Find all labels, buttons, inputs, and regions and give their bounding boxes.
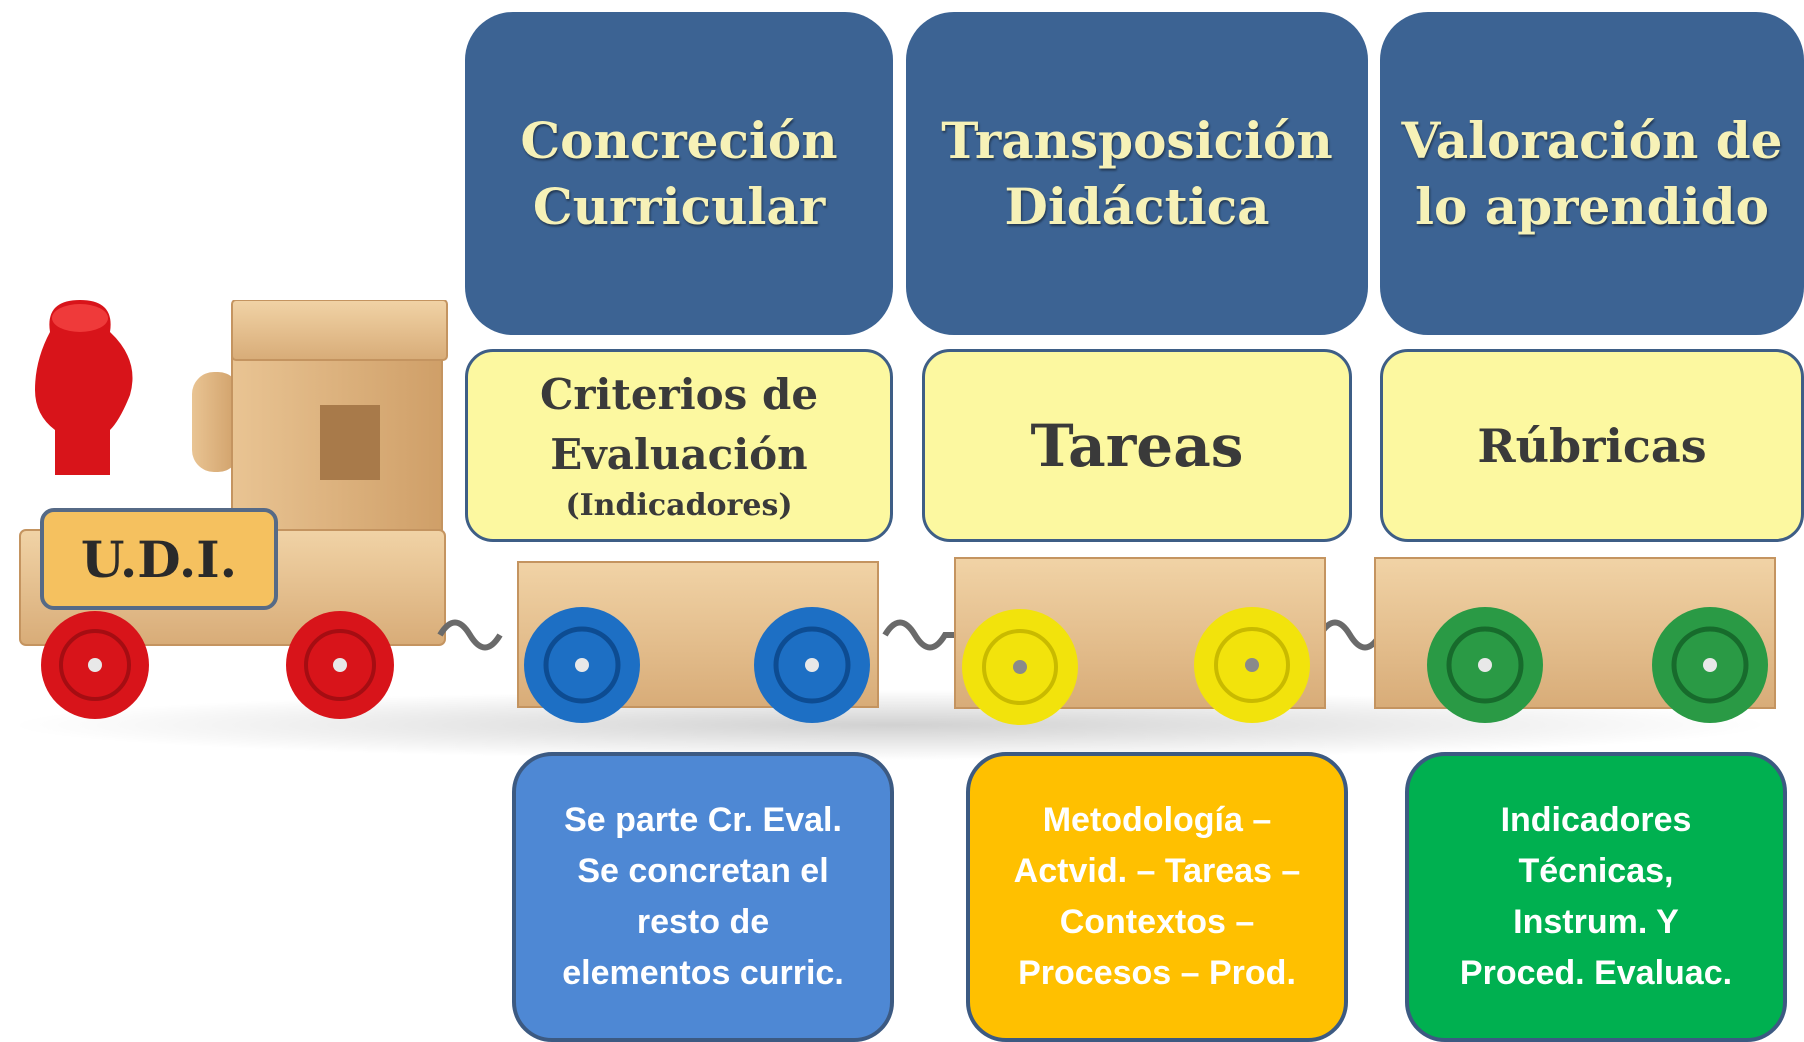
cab-roof: [231, 300, 448, 361]
blue-wheel: [524, 607, 640, 723]
green-wheel: [1427, 607, 1543, 723]
stage-title-line: Curricular: [532, 176, 826, 236]
description-line: Se concretan el: [577, 852, 829, 890]
red-wheel: [286, 611, 394, 719]
locomotive-dome: [192, 372, 240, 472]
stage-title-line: Didáctica: [1004, 176, 1270, 236]
element-label: Tareas: [1030, 411, 1244, 480]
description-line: Se parte Cr. Eval.: [564, 801, 842, 839]
stage-valoracion: Valoración de lo aprendido: [1380, 12, 1804, 335]
description-line: Metodología –: [1042, 801, 1272, 839]
description-valoracion: Indicadores Técnicas, Instrum. Y Proced.…: [1405, 752, 1787, 1042]
coupling-chain: [1317, 619, 1383, 651]
description-line: Procesos – Prod.: [1018, 954, 1296, 992]
description-line: Proced. Evaluac.: [1459, 954, 1733, 992]
description-line: Técnicas,: [1518, 852, 1674, 890]
description-transposicion: Metodología – Actvid. – Tareas – Context…: [966, 752, 1348, 1042]
stage-transposicion-didactica: Transposición Didáctica: [906, 12, 1368, 335]
description-concrecion: Se parte Cr. Eval. Se concretan el resto…: [512, 752, 894, 1042]
description-line: resto de: [636, 903, 770, 941]
yellow-wheel: [962, 609, 1078, 725]
description-line: Instrum. Y: [1513, 903, 1679, 941]
description-line: Actvid. – Tareas –: [1013, 852, 1301, 890]
yellow-wheel: [1194, 607, 1310, 723]
udi-label: U.D.I.: [40, 508, 278, 610]
stage-title-line: lo aprendido: [1415, 176, 1769, 236]
green-wheel: [1652, 607, 1768, 723]
element-criterios: Criterios de Evaluación (Indicadores): [465, 349, 893, 542]
stage-title-line: Transposición: [941, 110, 1333, 170]
stage-title-line: Concreción: [520, 110, 838, 170]
stage-title-line: Valoración de: [1401, 110, 1783, 170]
blue-wheel: [754, 607, 870, 723]
coupling-chain: [882, 619, 960, 651]
element-tareas: Tareas: [922, 349, 1352, 542]
element-note: (Indicadores): [565, 487, 793, 523]
coupling-chain: [437, 619, 503, 651]
element-line: Evaluación: [550, 429, 808, 479]
stage-concrecion-curricular: Concreción Curricular: [465, 12, 893, 335]
description-line: Indicadores: [1500, 801, 1692, 839]
red-chimney: [35, 300, 133, 475]
description-line: elementos curric.: [562, 954, 844, 992]
element-rubricas: Rúbricas: [1380, 349, 1804, 542]
element-label: Rúbricas: [1477, 418, 1707, 473]
ground-shadow: [10, 690, 1770, 760]
element-line: Criterios de: [539, 369, 819, 419]
cab-window: [320, 405, 380, 480]
description-line: Contextos –: [1059, 903, 1255, 941]
red-wheel: [41, 611, 149, 719]
toy-train-illustration: [10, 300, 1776, 760]
